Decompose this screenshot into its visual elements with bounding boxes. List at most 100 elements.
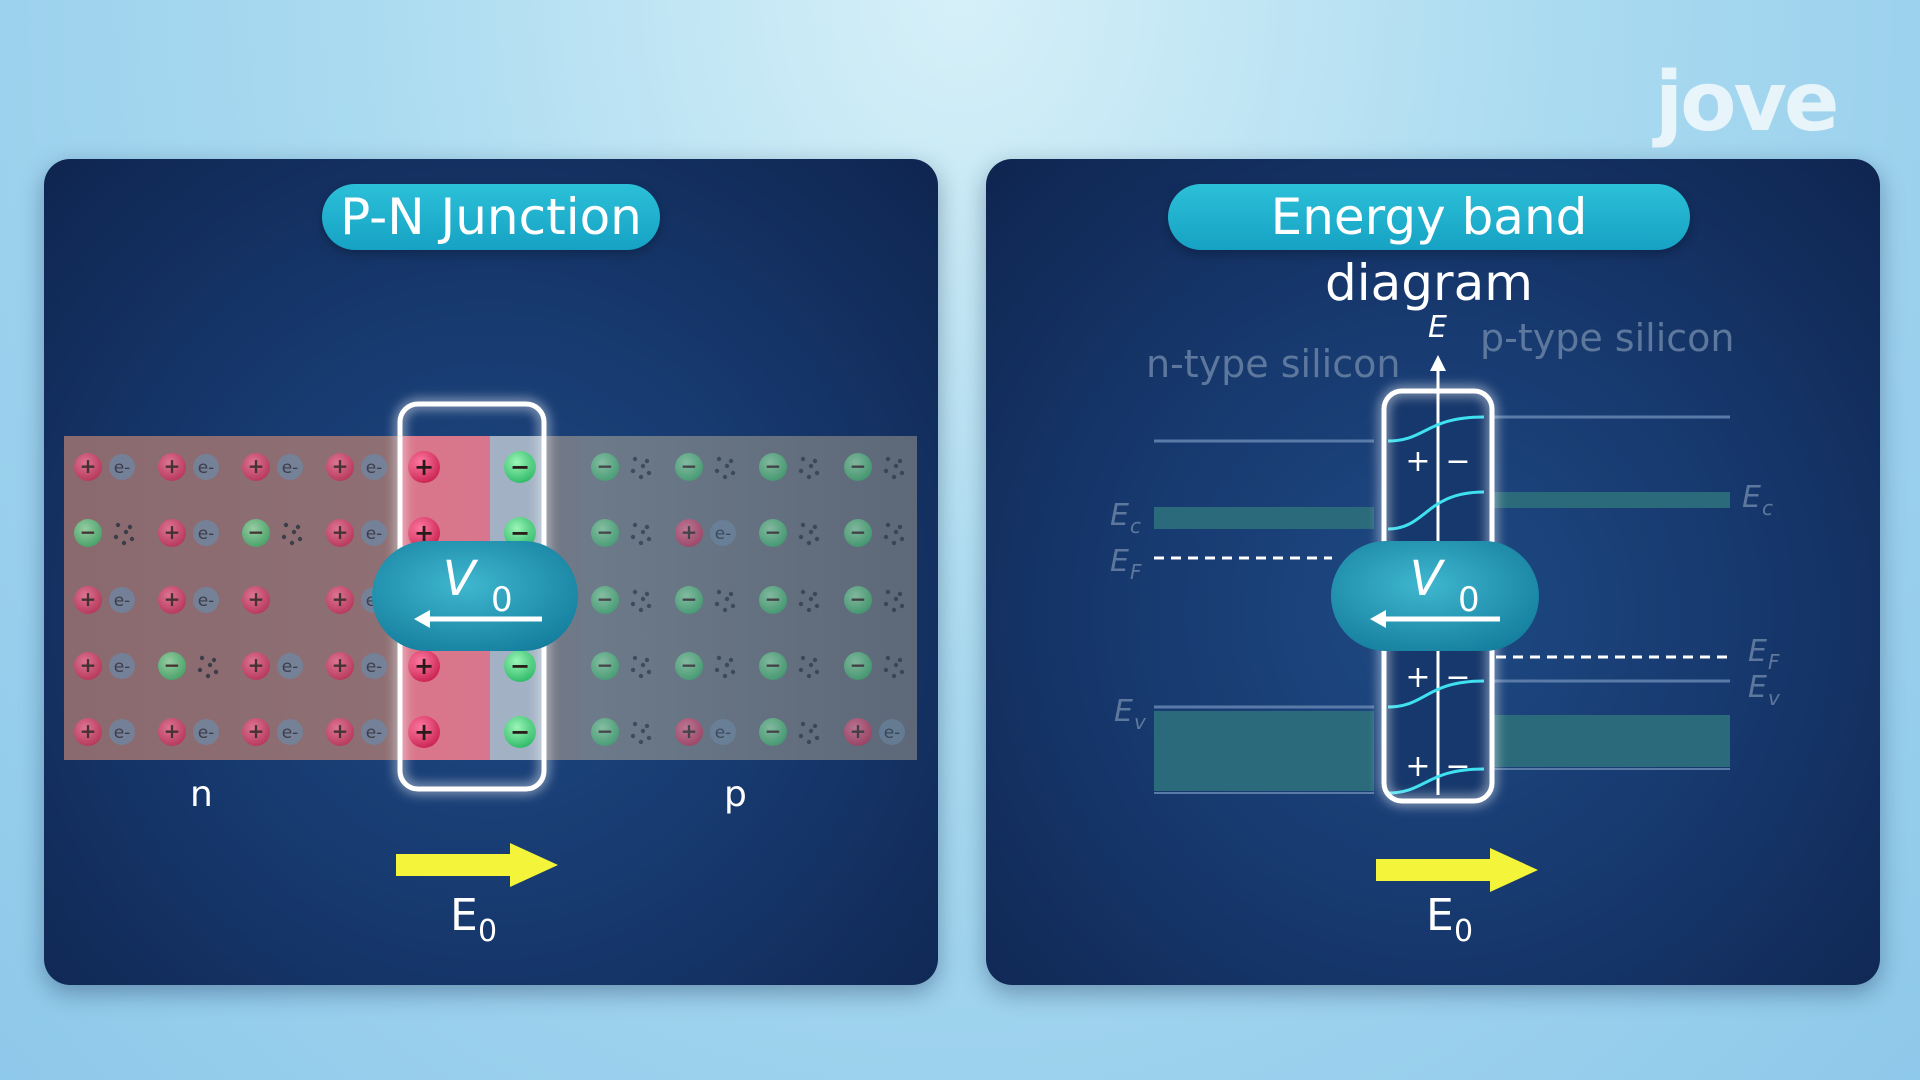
carrier-cell: +e- (74, 718, 135, 746)
electron-label: e- (198, 591, 215, 611)
hole-dot (632, 721, 638, 727)
electron-label: e- (282, 458, 299, 478)
acceptor-ion-circle (844, 652, 872, 680)
hole-dot (798, 468, 804, 474)
electron-label: e- (198, 524, 215, 544)
hole-dot (646, 470, 652, 476)
donor-ion-sign: + (164, 587, 181, 611)
hole-dot (897, 458, 903, 464)
minus-sign-3: − (1445, 749, 1470, 784)
acceptor-ion-sign: − (765, 520, 782, 544)
electron-circle (193, 520, 219, 546)
hole-dot (800, 721, 806, 727)
acceptor-ion-circle (675, 652, 703, 680)
donor-ion-sign: + (248, 719, 265, 743)
voltage-arrow-head (414, 610, 430, 628)
hole-dot (283, 522, 289, 528)
hole-dot (640, 463, 646, 469)
hole-dot (632, 456, 638, 462)
electron-label: e- (366, 723, 383, 743)
valence-bend-curve (1387, 679, 1485, 709)
carrier-cell: +e- (242, 652, 303, 680)
electron-circle (361, 719, 387, 745)
valence-bottom-bend-curve (1387, 767, 1485, 795)
electron-circle (710, 520, 736, 546)
hole-dot (808, 728, 814, 734)
acceptor-ion-sign: − (850, 454, 867, 478)
acceptor-ion-sign: − (597, 587, 614, 611)
energy-band-panel: Energy band diagram n-type silicon p-typ… (986, 159, 1880, 985)
hole-dot (281, 534, 287, 540)
hole-dot (644, 723, 650, 729)
hole-dot (812, 458, 818, 464)
depletion-negative-ion-sign: − (510, 652, 530, 680)
hole-dot (893, 596, 899, 602)
hole-dot (883, 468, 889, 474)
hole-dot (730, 470, 736, 476)
acceptor-ion-sign: − (850, 520, 867, 544)
depletion-positive-ion-sign: + (414, 453, 434, 481)
hole-dot (646, 735, 652, 741)
electron-label: e- (198, 458, 215, 478)
hole-dot (211, 657, 217, 663)
acceptor-ion-circle (675, 586, 703, 614)
hole-dot (728, 591, 734, 597)
hole-dot (899, 603, 905, 609)
donor-ion-circle (242, 453, 270, 481)
donor-ion-circle (326, 586, 354, 614)
hole-dot (714, 601, 720, 607)
donor-ion-circle (158, 519, 186, 547)
donor-ion-sign: + (80, 653, 97, 677)
electron-circle (109, 454, 135, 480)
carrier-cell: − (844, 519, 905, 547)
acceptor-ion-sign: − (164, 653, 181, 677)
hole-dot (730, 669, 736, 675)
ec-right-label: E (1742, 480, 1761, 515)
acceptor-ion-circle (844, 586, 872, 614)
hole-dot (632, 655, 638, 661)
hole-dot (798, 667, 804, 673)
electron-circle (879, 719, 905, 745)
donor-ion-sign: + (332, 454, 349, 478)
electron-circle (109, 587, 135, 613)
donor-ion-sign: + (248, 587, 265, 611)
carrier-cell: +e- (74, 453, 135, 481)
electron-label: e- (715, 723, 732, 743)
acceptor-ion-circle (74, 519, 102, 547)
ev-left-sub: v (1134, 710, 1147, 734)
electron-circle (361, 520, 387, 546)
hole-dot (728, 458, 734, 464)
hole-dot (213, 669, 219, 675)
donor-ion-sign: + (80, 454, 97, 478)
field-subscript: 0 (478, 914, 497, 949)
hole-dot (129, 536, 135, 542)
carrier-cell: − (675, 652, 736, 680)
ef-right-label: E (1748, 634, 1767, 669)
voltage-subscript: 0 (1458, 580, 1480, 620)
ec-left-sub: c (1130, 514, 1141, 538)
energy-axis-label: E (1428, 310, 1447, 345)
hole-dot (724, 463, 730, 469)
carrier-cell: + e- (158, 586, 219, 614)
acceptor-ion-sign: − (765, 587, 782, 611)
donor-ion-circle (326, 652, 354, 680)
hole-dot (638, 540, 644, 546)
carrier-cell: − (675, 453, 736, 481)
hole-dot (814, 536, 820, 542)
hole-dot (115, 522, 121, 528)
right-conduction-band (1478, 492, 1730, 508)
hole-dot (806, 673, 812, 679)
donor-ion-circle (74, 718, 102, 746)
hole-dot (808, 662, 814, 668)
plus-sign-1: + (1405, 444, 1430, 479)
carrier-cell: − (74, 519, 135, 547)
electron-label: e- (282, 723, 299, 743)
donor-ion-circle (158, 586, 186, 614)
left-conduction-band (1154, 507, 1374, 529)
energy-axis-arrow (1430, 355, 1446, 371)
acceptor-ion-sign: − (681, 587, 698, 611)
carrier-cell: − (591, 652, 652, 680)
carrier-cell: + (242, 586, 270, 614)
acceptor-ion-circle (844, 453, 872, 481)
acceptor-ion-sign: − (248, 520, 265, 544)
